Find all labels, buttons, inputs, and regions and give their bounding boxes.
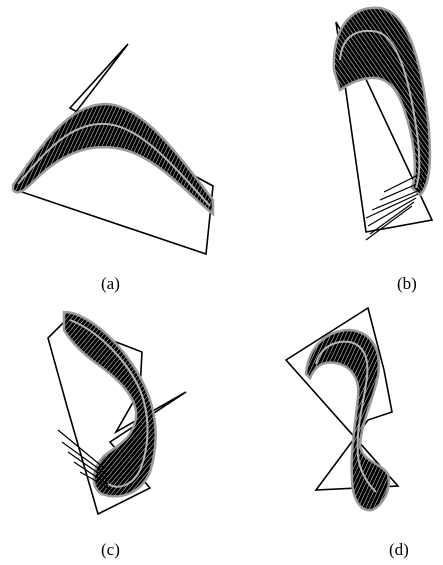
panel-b <box>332 6 434 241</box>
panel-a <box>11 43 215 256</box>
center-curve-d <box>315 340 377 493</box>
swept-surface-a <box>11 102 215 217</box>
caption-c: (c) <box>101 540 120 559</box>
caption-b: (b) <box>397 274 417 293</box>
panel-d <box>284 306 400 512</box>
swept-surface-c <box>62 310 157 498</box>
center-curve-b <box>339 30 421 189</box>
center-curve-a <box>17 122 211 207</box>
caption-d: (d) <box>389 540 409 559</box>
bristles-c <box>57 429 113 491</box>
swept-surface-b <box>332 6 432 197</box>
caption-a: (a) <box>101 274 120 293</box>
bristles-b <box>365 169 429 241</box>
center-curve-c <box>69 319 149 488</box>
panel-c <box>47 310 187 516</box>
